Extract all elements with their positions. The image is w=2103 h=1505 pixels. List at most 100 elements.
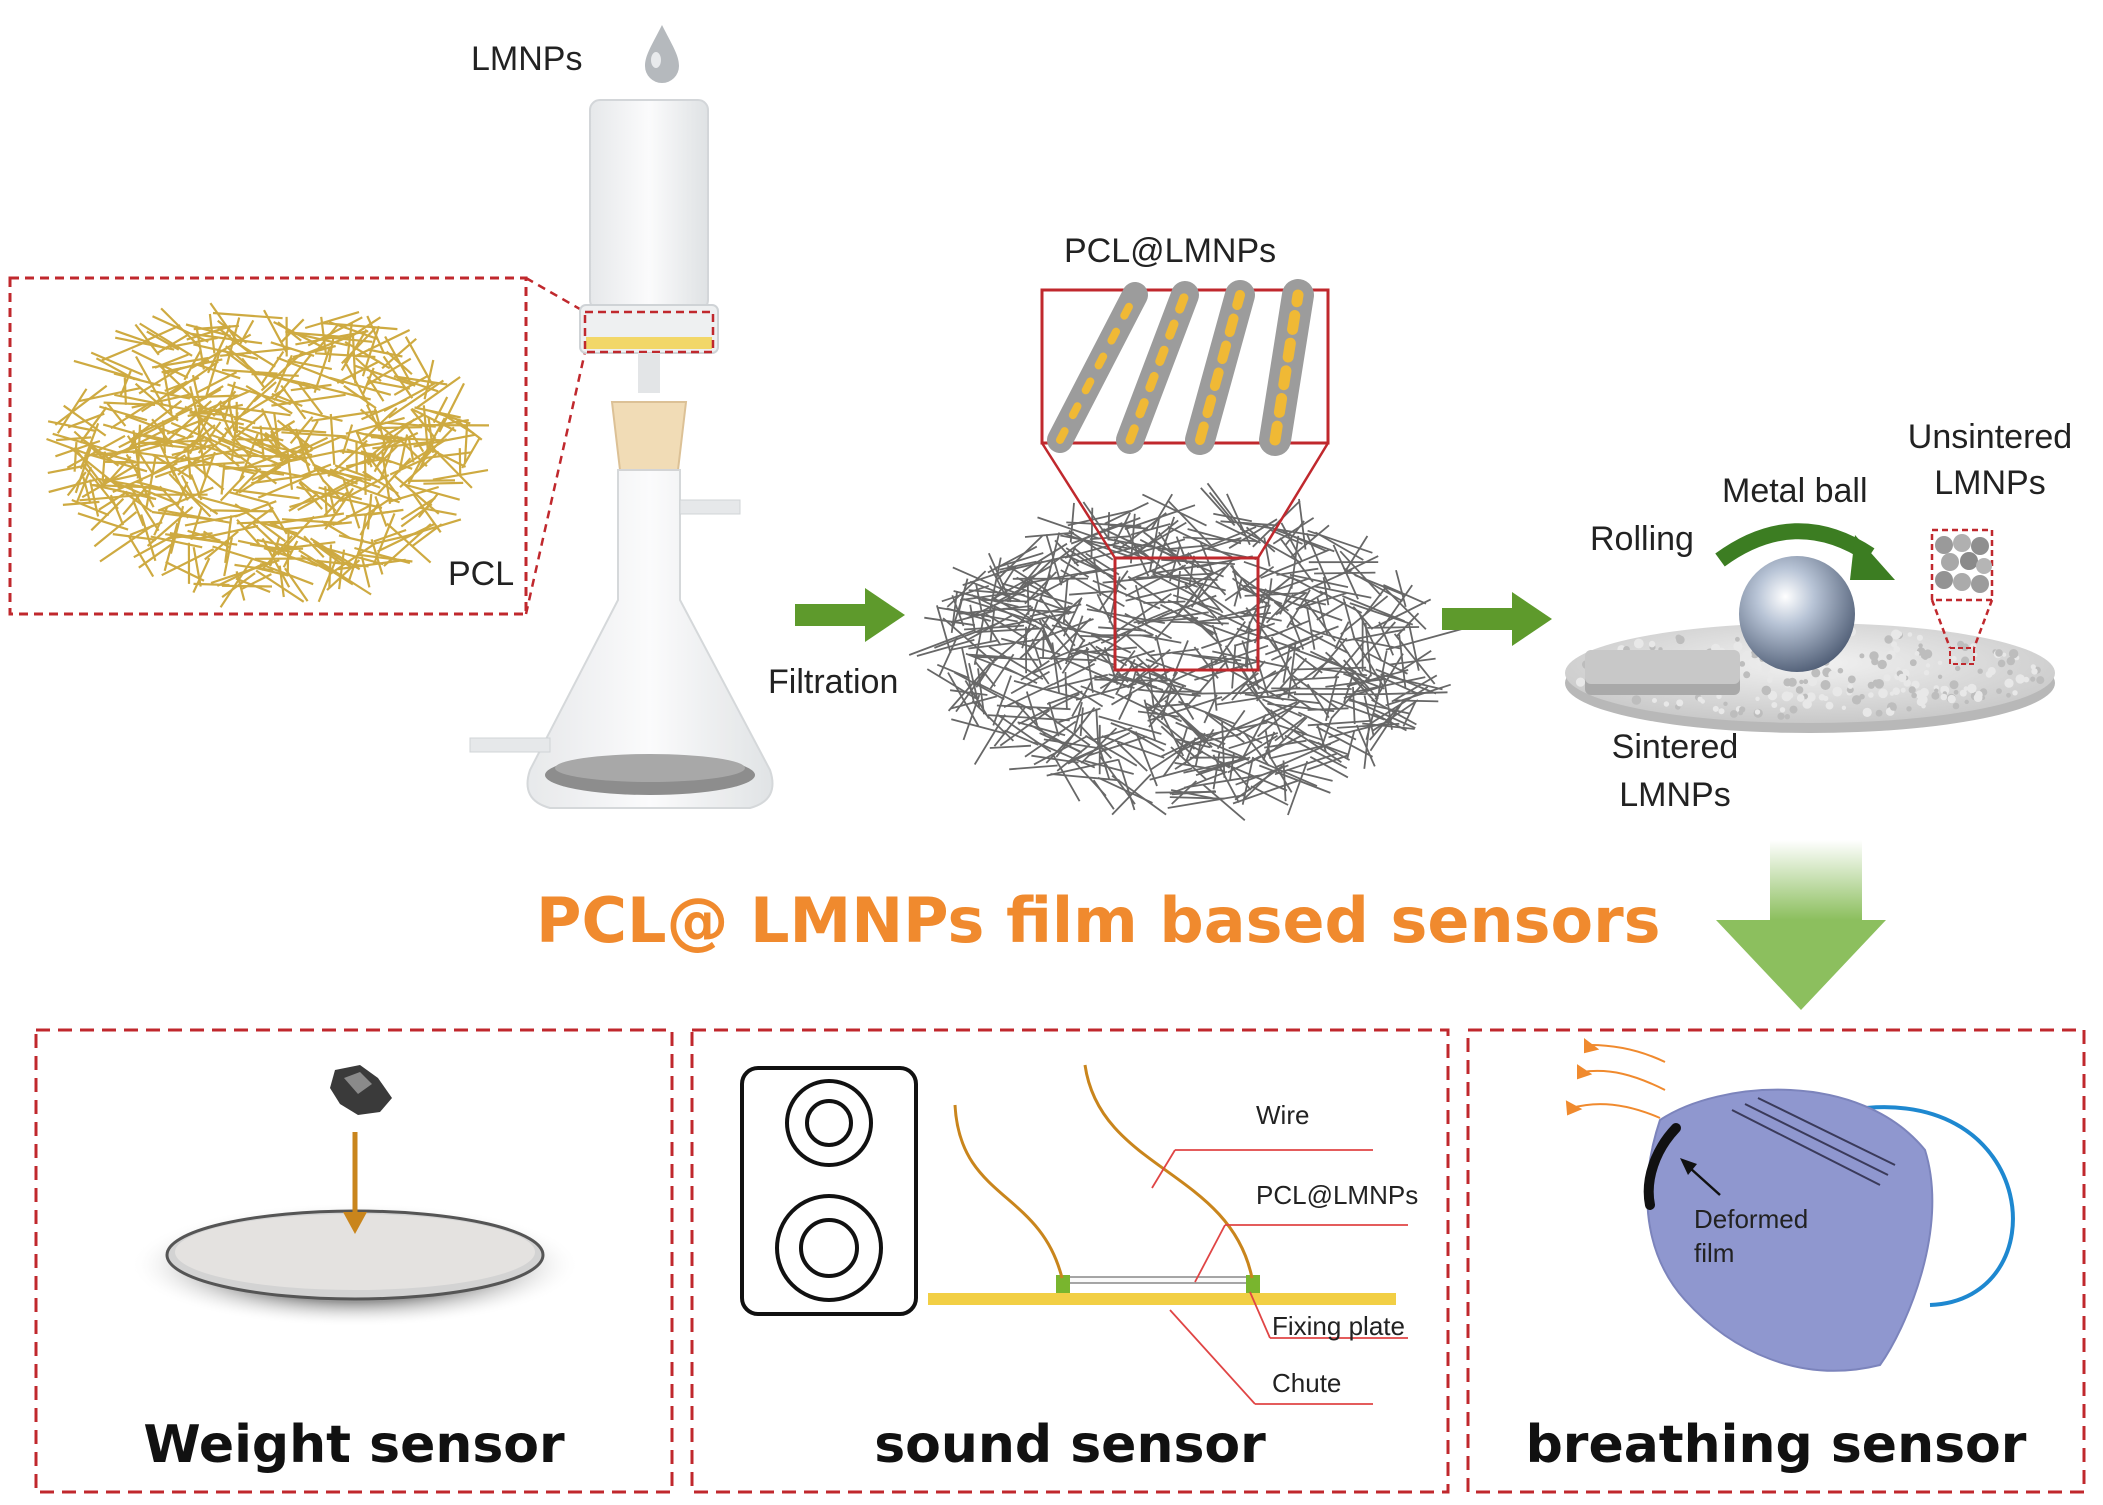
fiber bbox=[1325, 677, 1387, 688]
fiber bbox=[402, 482, 460, 501]
fiber bbox=[1202, 591, 1245, 621]
fiber bbox=[997, 580, 1036, 603]
fiber bbox=[253, 381, 277, 403]
fiber bbox=[1042, 627, 1045, 659]
fiber bbox=[286, 528, 290, 577]
fiber bbox=[1045, 731, 1076, 764]
fiber bbox=[281, 431, 347, 438]
fiber bbox=[1280, 522, 1304, 562]
fiber bbox=[1034, 740, 1096, 769]
lmnp-particle bbox=[1951, 655, 1957, 662]
lmnp-particle bbox=[1940, 693, 1948, 701]
fiber bbox=[1258, 764, 1331, 794]
fiber bbox=[219, 404, 291, 417]
fiber bbox=[1099, 749, 1111, 781]
fiber bbox=[1330, 699, 1385, 721]
lmnp-particle bbox=[1808, 677, 1817, 687]
fiber bbox=[355, 431, 373, 468]
fiber bbox=[1307, 720, 1370, 727]
fiber bbox=[1191, 692, 1255, 695]
fiber bbox=[298, 463, 332, 478]
lmnp-particle bbox=[1940, 686, 1946, 692]
fiber bbox=[1009, 764, 1058, 771]
fiber bbox=[1217, 604, 1271, 619]
fiber bbox=[131, 392, 194, 409]
fiber bbox=[303, 535, 325, 558]
fiber bbox=[1244, 621, 1251, 668]
fiber bbox=[1117, 538, 1186, 560]
fiber bbox=[1244, 592, 1306, 597]
lmnp-particle bbox=[1961, 656, 1970, 665]
fiber bbox=[1082, 501, 1111, 541]
fiber bbox=[251, 373, 299, 377]
lmnp-droplet-icon bbox=[645, 25, 679, 83]
fiber bbox=[238, 319, 255, 345]
fiber bbox=[1334, 621, 1350, 650]
fiber bbox=[936, 605, 952, 654]
fiber bbox=[168, 532, 213, 540]
lmnp-particle bbox=[1739, 706, 1746, 713]
fiber bbox=[1220, 520, 1279, 527]
fiber bbox=[1313, 585, 1372, 599]
fiber bbox=[101, 340, 148, 362]
lmnp-particle bbox=[1802, 699, 1812, 709]
fiber bbox=[1075, 682, 1137, 701]
zoom-line-bottom bbox=[524, 351, 587, 615]
fiber bbox=[362, 470, 399, 495]
fiber bbox=[1176, 726, 1189, 759]
fiber bbox=[971, 700, 1015, 742]
fiber bbox=[1363, 668, 1418, 695]
funnel-cylinder bbox=[589, 99, 709, 311]
fiber bbox=[1062, 577, 1069, 624]
fiber bbox=[62, 500, 100, 506]
rubber-stopper bbox=[610, 401, 688, 471]
fiber bbox=[996, 704, 1071, 711]
fiber bbox=[357, 553, 413, 563]
fiber bbox=[1212, 650, 1290, 669]
filtration-apparatus bbox=[469, 25, 774, 809]
fiber bbox=[185, 323, 231, 337]
fiber bbox=[359, 502, 380, 536]
fiber bbox=[1355, 724, 1376, 767]
lmnp-particle bbox=[2036, 676, 2045, 685]
metal-ball-icon bbox=[1739, 556, 1855, 672]
fiber bbox=[1343, 659, 1379, 700]
fiber bbox=[916, 638, 975, 657]
fiber bbox=[432, 469, 489, 481]
fiber bbox=[360, 556, 371, 588]
lmnp-particle bbox=[1893, 646, 1901, 653]
fiber bbox=[1018, 693, 1080, 725]
fiber bbox=[223, 464, 277, 470]
fiber bbox=[374, 496, 388, 527]
fiber bbox=[93, 511, 138, 548]
fiber bbox=[1187, 552, 1227, 596]
fiber bbox=[989, 744, 1032, 749]
fiber bbox=[1348, 699, 1411, 715]
fiber bbox=[973, 714, 1006, 765]
fiber bbox=[975, 583, 983, 612]
fiber bbox=[1064, 541, 1120, 559]
fiber bbox=[1212, 752, 1221, 790]
lmnp-particle bbox=[1868, 692, 1874, 698]
lmnp-particle bbox=[2007, 669, 2013, 676]
lmnp-particle bbox=[1784, 714, 1791, 720]
fiber bbox=[1396, 612, 1420, 637]
fiber bbox=[1200, 487, 1236, 527]
fiber bbox=[118, 416, 179, 449]
fiber bbox=[1373, 598, 1432, 629]
lmnp-particle bbox=[1631, 695, 1642, 705]
fiber bbox=[1319, 590, 1363, 614]
fiber bbox=[328, 544, 333, 589]
fiber bbox=[1250, 785, 1289, 806]
fiber bbox=[1363, 695, 1375, 736]
fiber bbox=[1095, 708, 1100, 747]
fiber bbox=[177, 437, 225, 476]
fiber bbox=[1029, 603, 1082, 618]
fiber bbox=[1055, 597, 1083, 622]
lmnp-particle bbox=[1781, 691, 1792, 702]
fiber bbox=[314, 544, 384, 566]
fiber bbox=[162, 420, 166, 454]
fiber bbox=[951, 718, 1006, 735]
fiber bbox=[384, 335, 411, 382]
fiber bbox=[1293, 666, 1367, 671]
